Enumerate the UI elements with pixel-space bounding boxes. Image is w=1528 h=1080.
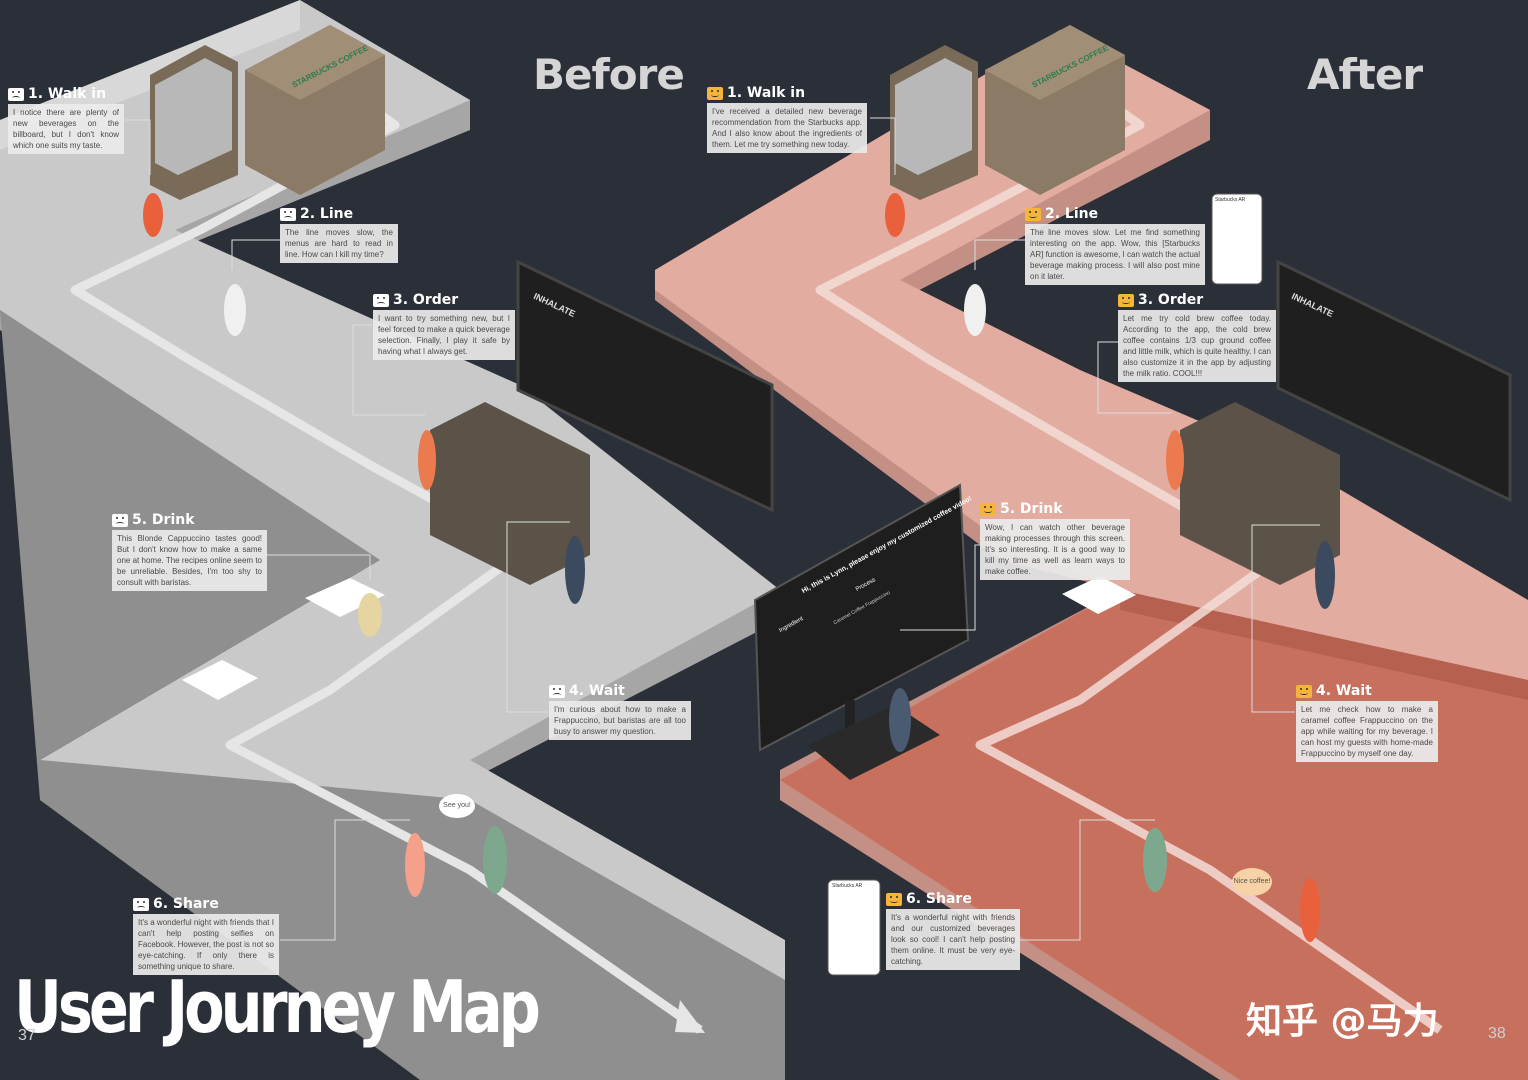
happy-face-icon bbox=[1118, 293, 1134, 307]
happy-face-icon bbox=[886, 892, 902, 906]
after-counter bbox=[1180, 402, 1340, 585]
page-number-right: 38 bbox=[1488, 1025, 1506, 1042]
after-step-drink: 5. Drink Wow, I can watch other beverage… bbox=[980, 499, 1130, 580]
main-title: User Journey Map bbox=[14, 965, 541, 1049]
sad-face-icon bbox=[112, 513, 128, 527]
ar-screen bbox=[753, 483, 970, 780]
watermark: 知乎 @马力 bbox=[1246, 1001, 1439, 1042]
step-note: The line moves slow. Let me find somethi… bbox=[1025, 224, 1205, 285]
step-note: Let me check how to make a caramel coffe… bbox=[1296, 701, 1438, 762]
step-title: 2. Line bbox=[300, 206, 354, 222]
after-menu-board bbox=[1276, 259, 1512, 503]
after-step-walk-in: 1. Walk in I've received a detailed new … bbox=[707, 83, 867, 153]
before-counter bbox=[430, 402, 590, 585]
before-table-2 bbox=[182, 660, 258, 700]
before-table bbox=[305, 578, 385, 617]
ar-phone-step2 bbox=[1211, 193, 1263, 285]
sad-face-icon bbox=[133, 897, 149, 911]
after-table bbox=[1062, 576, 1136, 614]
connectors bbox=[125, 117, 1320, 941]
nice-coffee-bubble: Nice coffee! bbox=[1232, 868, 1272, 896]
step-note: Wow, I can watch other beverage making p… bbox=[980, 519, 1130, 580]
step-title: 5. Drink bbox=[1000, 501, 1063, 517]
step-title: 4. Wait bbox=[1316, 683, 1372, 699]
before-step-drink: 5. Drink This Blonde Cappuccino tastes g… bbox=[112, 510, 267, 591]
happy-face-icon bbox=[707, 86, 723, 100]
step-note: I'm curious about how to make a Frappucc… bbox=[549, 701, 691, 740]
phone-app-label-share: Starbucks AR bbox=[832, 883, 863, 889]
happy-face-icon bbox=[1296, 684, 1312, 698]
before-step-share: 6. Share It's a wonderful night with fri… bbox=[133, 894, 279, 975]
see-you-bubble: See you! bbox=[439, 794, 475, 818]
people bbox=[143, 193, 1335, 942]
sad-face-icon bbox=[8, 87, 24, 101]
before-path-line bbox=[70, 96, 703, 1034]
step-title: 2. Line bbox=[1045, 206, 1099, 222]
after-step-wait: 4. Wait Let me check how to make a caram… bbox=[1296, 681, 1438, 762]
after-heading: After bbox=[1307, 50, 1423, 99]
before-step-walk-in: 1. Walk in I notice there are plenty of … bbox=[8, 84, 124, 154]
sad-face-icon bbox=[549, 684, 565, 698]
before-floor bbox=[0, 0, 785, 1080]
after-step-line: 2. Line The line moves slow. Let me find… bbox=[1025, 204, 1205, 285]
after-step-share: 6. Share It's a wonderful night with fri… bbox=[886, 889, 1020, 970]
step-title: 1. Walk in bbox=[727, 85, 806, 101]
step-note: I've received a detailed new beverage re… bbox=[707, 103, 867, 153]
step-title: 3. Order bbox=[1138, 292, 1204, 308]
step-note: It's a wonderful night with friends and … bbox=[886, 909, 1020, 970]
before-step-order: 3. Order I want to try something new, bu… bbox=[373, 290, 515, 360]
step-title: 5. Drink bbox=[132, 512, 195, 528]
step-note: I notice there are plenty of new beverag… bbox=[8, 104, 124, 154]
page-number-left: 37 bbox=[18, 1027, 36, 1044]
step-note: It's a wonderful night with friends that… bbox=[133, 914, 279, 975]
before-step-line: 2. Line The line moves slow, the menus a… bbox=[280, 204, 398, 263]
before-path-arrow bbox=[675, 1000, 705, 1033]
before-heading: Before bbox=[533, 50, 685, 99]
before-shelf bbox=[150, 25, 385, 200]
step-title: 3. Order bbox=[393, 292, 459, 308]
step-title: 4. Wait bbox=[569, 683, 625, 699]
sad-face-icon bbox=[373, 293, 389, 307]
step-title: 1. Walk in bbox=[28, 86, 107, 102]
ar-phone-step6 bbox=[827, 879, 881, 976]
phone-app-label: Starbucks AR bbox=[1215, 197, 1246, 203]
before-step-wait: 4. Wait I'm curious about how to make a … bbox=[549, 681, 691, 740]
step-title: 6. Share bbox=[906, 891, 972, 907]
after-step-order: 3. Order Let me try cold brew coffee tod… bbox=[1118, 290, 1276, 382]
sad-face-icon bbox=[280, 207, 296, 221]
happy-face-icon bbox=[1025, 207, 1041, 221]
after-shelf bbox=[890, 25, 1125, 200]
step-title: 6. Share bbox=[153, 896, 219, 912]
step-note: Let me try cold brew coffee today. Accor… bbox=[1118, 310, 1276, 382]
after-path-line bbox=[815, 96, 1443, 1034]
step-note: I want to try something new, but I feel … bbox=[373, 310, 515, 360]
before-menu-board bbox=[516, 259, 774, 513]
happy-face-icon bbox=[980, 502, 996, 516]
step-note: The line moves slow, the menus are hard … bbox=[280, 224, 398, 263]
step-note: This Blonde Cappuccino tastes good! But … bbox=[112, 530, 267, 591]
